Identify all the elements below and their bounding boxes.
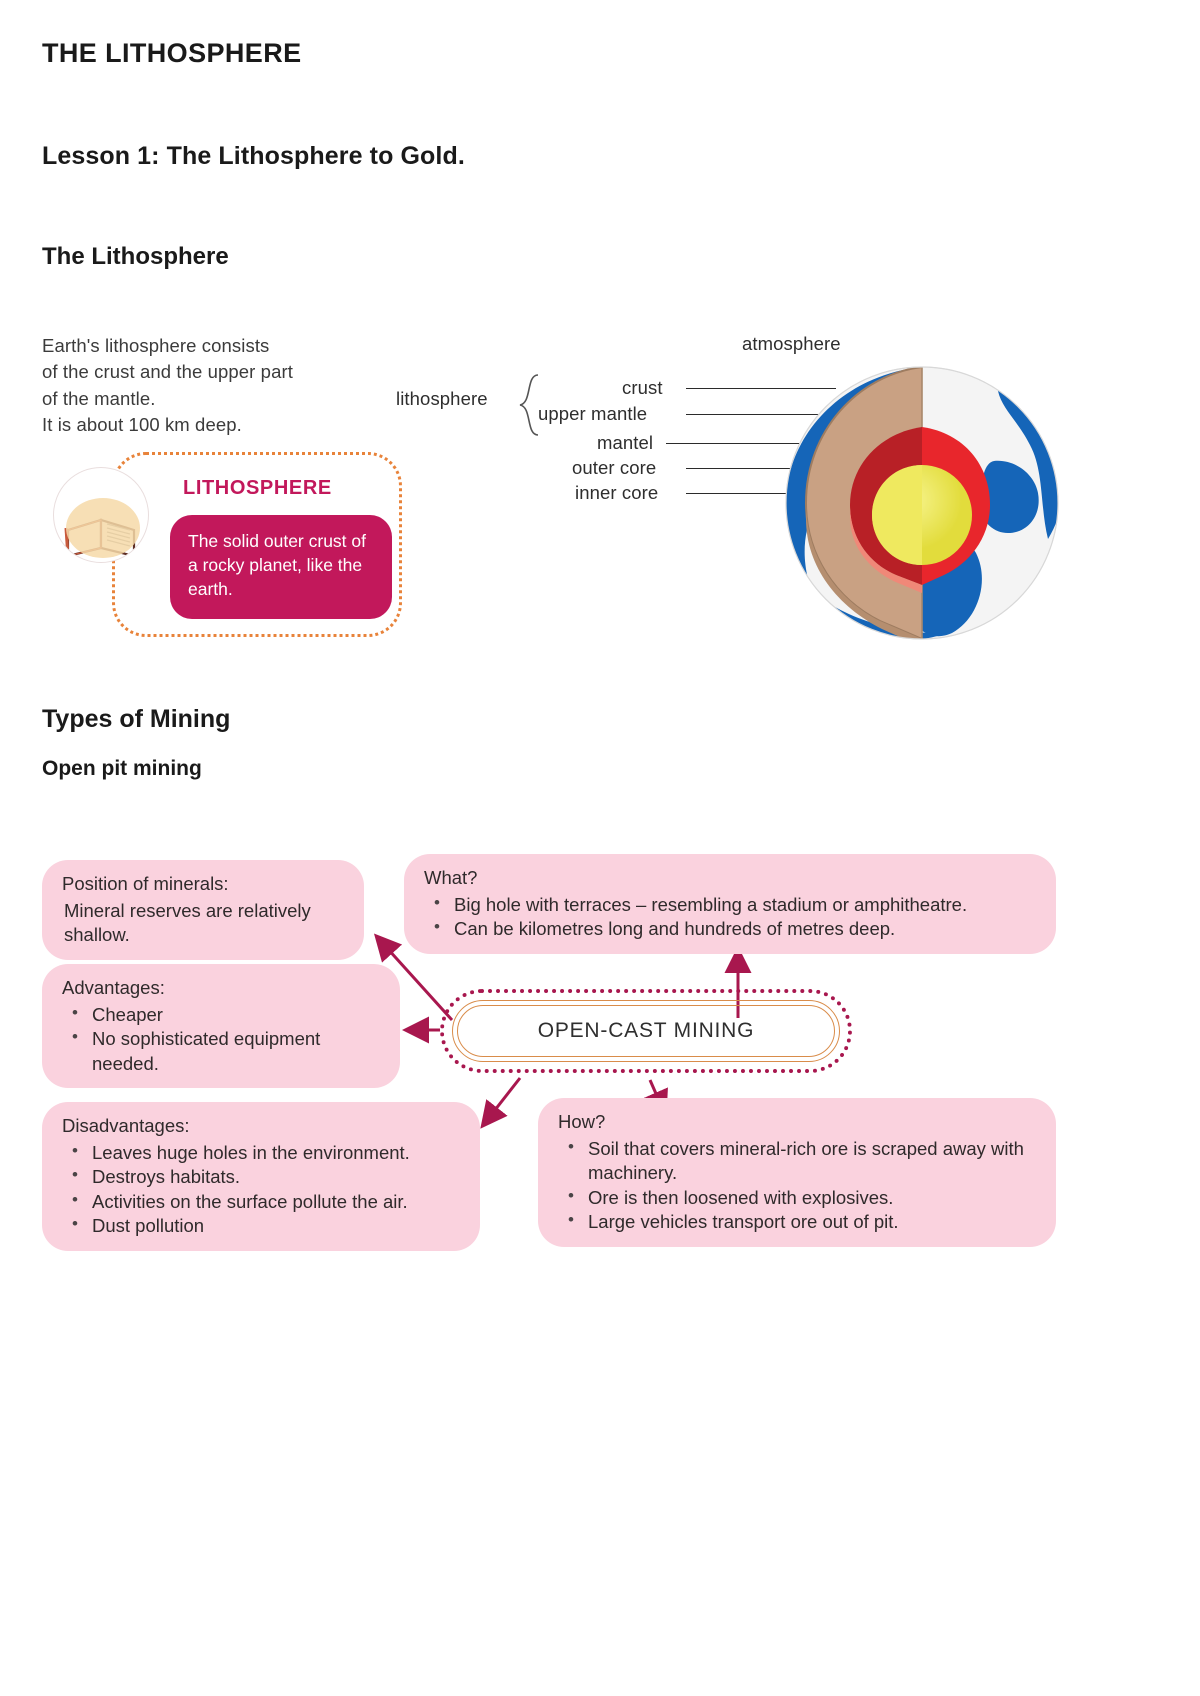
box-heading: What? (424, 867, 478, 888)
leader-line-outer-core (686, 468, 873, 469)
leader-line-mantel (666, 443, 849, 444)
list-item: Soil that covers mineral-rich ore is scr… (558, 1136, 1038, 1186)
box-heading: Disadvantages: (62, 1115, 190, 1136)
list-item: Can be kilometres long and hundreds of m… (424, 916, 1038, 942)
layer-label-outer-core: outer core (572, 457, 657, 478)
open-book-icon (53, 467, 149, 563)
section-heading-mining: Types of Mining (42, 705, 231, 733)
atmosphere-label: atmosphere (742, 333, 841, 354)
center-node-label: OPEN-CAST MINING (537, 1019, 755, 1042)
box-text: Mineral reserves are relatively shallow. (64, 899, 311, 946)
list-item: Destroys habitats. (62, 1164, 462, 1190)
glossary-card: LITHOSPHERE The solid outer crust of a r… (53, 452, 402, 637)
inner-ring (457, 1005, 835, 1057)
page-title: THE LITHOSPHERE (42, 38, 302, 68)
lesson-heading: Lesson 1: The Lithosphere to Gold. (42, 142, 465, 170)
mindmap: Position of minerals: Mineral reserves a… (0, 840, 1200, 1270)
mindmap-box-how: How? Soil that covers mineral-rich ore i… (538, 1098, 1056, 1247)
layer-label-mantel: mantel (597, 432, 654, 453)
layer-label-crust: crust (622, 377, 663, 398)
glossary-term: LITHOSPHERE (183, 477, 332, 499)
mindmap-center-node: OPEN-CAST MINING (440, 989, 852, 1073)
mindmap-box-what: What? Big hole with terraces – resemblin… (404, 854, 1056, 954)
lithosphere-description: Earth's lithosphere consists of the crus… (42, 333, 372, 438)
list-item: No sophisticated equipment needed. (62, 1026, 382, 1076)
list-item: Ore is then loosened with explosives. (558, 1185, 1038, 1211)
box-bullet-list: Cheaper No sophisticated equipment neede… (62, 1002, 382, 1077)
list-item: Big hole with terraces – resembling a st… (424, 892, 1038, 918)
description-line-4: It is about 100 km deep. (42, 413, 242, 435)
bracket-label-lithosphere: lithosphere (396, 388, 488, 409)
list-item: Leaves huge holes in the environment. (62, 1140, 462, 1166)
box-heading: How? (558, 1111, 606, 1132)
mindmap-box-advantages: Advantages: Cheaper No sophisticated equ… (42, 964, 400, 1089)
description-line-2: of the crust and the upper part (42, 361, 293, 383)
earth-cutaway-diagram: lithosphere crust upper mantle mantel ou… (390, 325, 1180, 655)
leader-line-upper-mantle (686, 414, 828, 415)
list-item: Cheaper (62, 1002, 382, 1028)
glossary-definition: The solid outer crust of a rocky planet,… (170, 515, 392, 619)
dotted-outline (440, 989, 852, 1073)
layer-label-inner-core: inner core (575, 482, 659, 503)
description-line-3: of the mantle. (42, 387, 156, 409)
box-bullet-list: Soil that covers mineral-rich ore is scr… (558, 1136, 1038, 1235)
box-bullet-list: Leaves huge holes in the environment. De… (62, 1140, 462, 1239)
description-line-1: Earth's lithosphere consists (42, 335, 270, 356)
leader-line-crust (686, 388, 836, 389)
box-heading: Advantages: (62, 977, 165, 998)
mindmap-box-position-of-minerals: Position of minerals: Mineral reserves a… (42, 860, 364, 960)
box-heading: Position of minerals: (62, 873, 229, 894)
list-item: Large vehicles transport ore out of pit. (558, 1209, 1038, 1235)
outer-ring (452, 1000, 840, 1062)
layer-label-upper-mantle: upper mantle (538, 403, 648, 424)
curly-brace-icon (519, 374, 539, 436)
subsection-heading-open-pit: Open pit mining (42, 757, 202, 780)
mindmap-box-disadvantages: Disadvantages: Leaves huge holes in the … (42, 1102, 480, 1251)
box-bullet-list: Big hole with terraces – resembling a st… (424, 892, 1038, 942)
section-heading-lithosphere: The Lithosphere (42, 243, 229, 270)
list-item: Dust pollution (62, 1213, 462, 1239)
list-item: Activities on the surface pollute the ai… (62, 1189, 462, 1215)
earth-globe-illustration (785, 366, 1059, 640)
